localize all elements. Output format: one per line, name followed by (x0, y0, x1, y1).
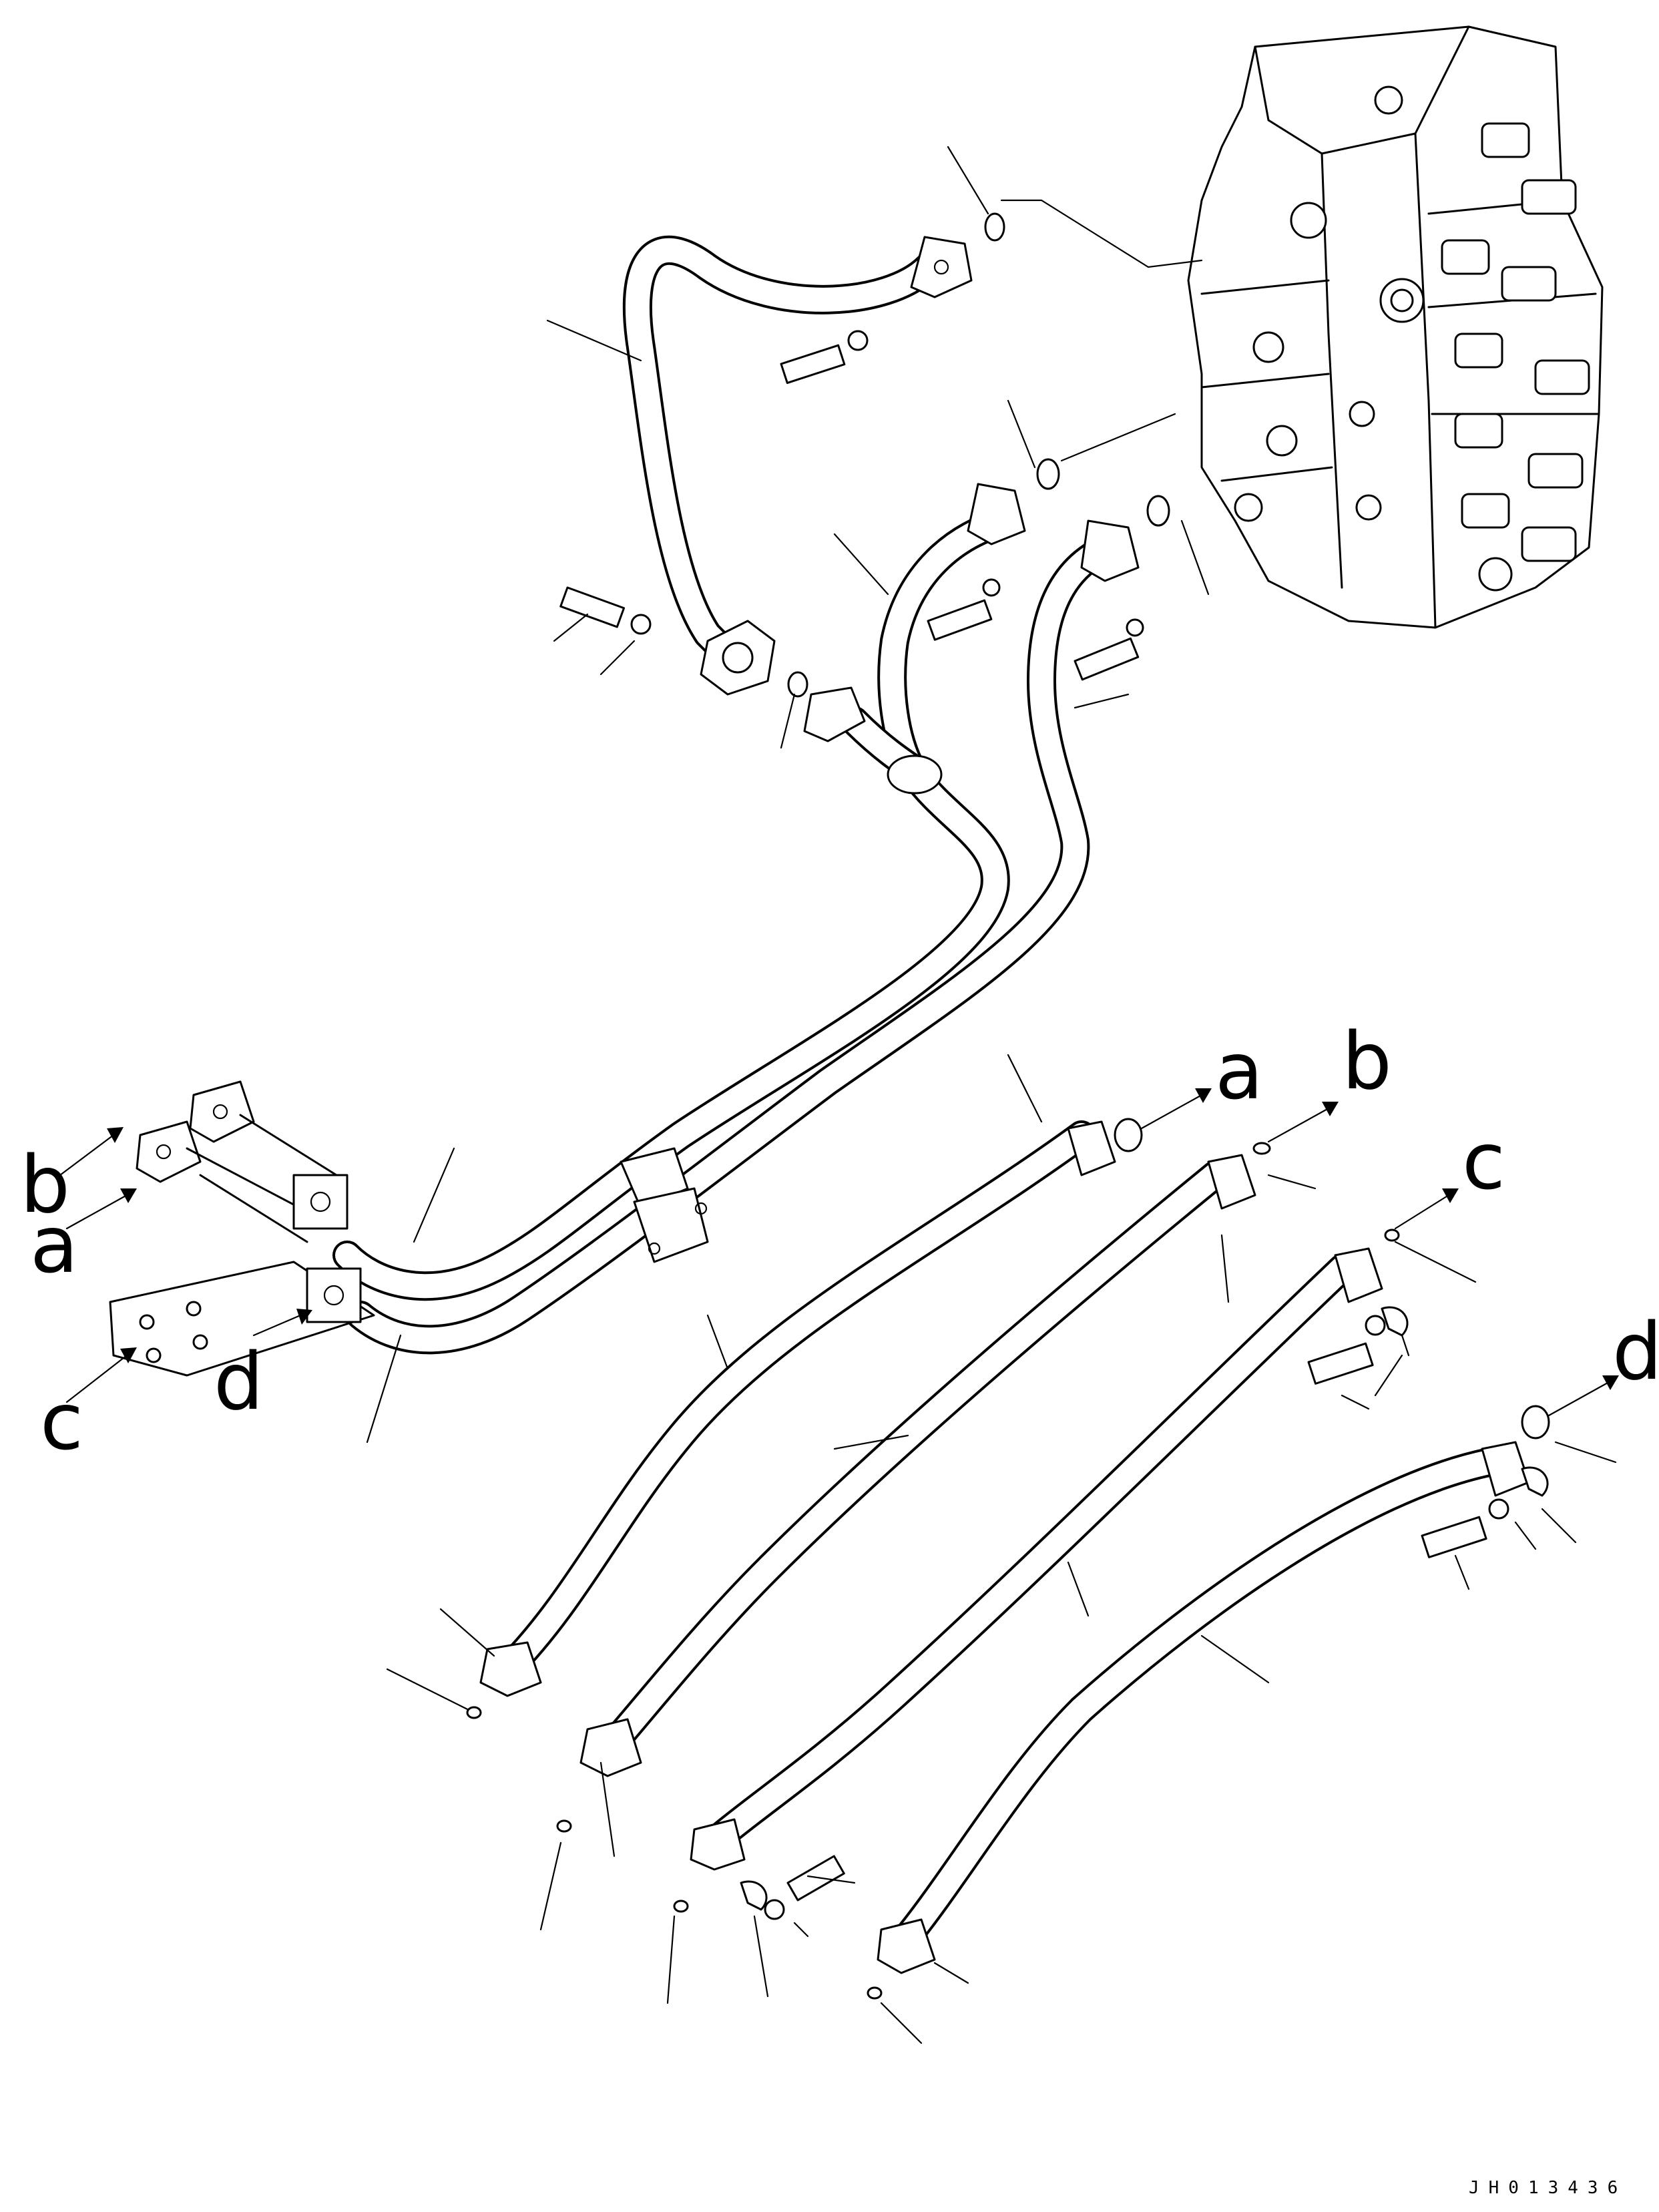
figure-code: JH013436 (1469, 2178, 1627, 2198)
letter-b-right: b (1342, 1015, 1392, 1107)
letter-d-left: d (214, 1335, 264, 1427)
hose-3 (690, 1247, 1383, 1871)
upper-tube-assembly (622, 235, 973, 696)
long-tube-top-flange (1080, 519, 1140, 582)
hose-1 (479, 1120, 1116, 1697)
hose-4 (877, 1441, 1530, 1974)
tee-tube-side-flange (803, 686, 866, 742)
letter-d-right: d (1612, 1305, 1659, 1397)
left-manifold (109, 1080, 375, 1377)
upper-tube-top-flange (910, 236, 973, 298)
connection-letter-labels: b a c d a b c d (20, 1015, 1659, 1468)
letter-b-left: b (20, 1138, 70, 1231)
letter-a-left: a (30, 1198, 78, 1291)
letter-c-right: c (1462, 1115, 1505, 1207)
tube-clamp (620, 1147, 709, 1263)
letter-a-right: a (1215, 1025, 1263, 1117)
tee-tube-top-flange (967, 483, 1026, 545)
letter-c-left: c (40, 1375, 83, 1468)
hose-2 (579, 1154, 1256, 1777)
valve-spool-caps (1234, 85, 1590, 592)
connection-arrows (59, 1088, 1619, 1417)
long-tube-assembly (346, 519, 1140, 1355)
bolts-and-seals (466, 212, 1550, 2000)
leader-lines (366, 146, 1617, 2044)
tee-tube-assembly (332, 483, 1026, 1301)
control-valve-assembly (1187, 25, 1604, 629)
